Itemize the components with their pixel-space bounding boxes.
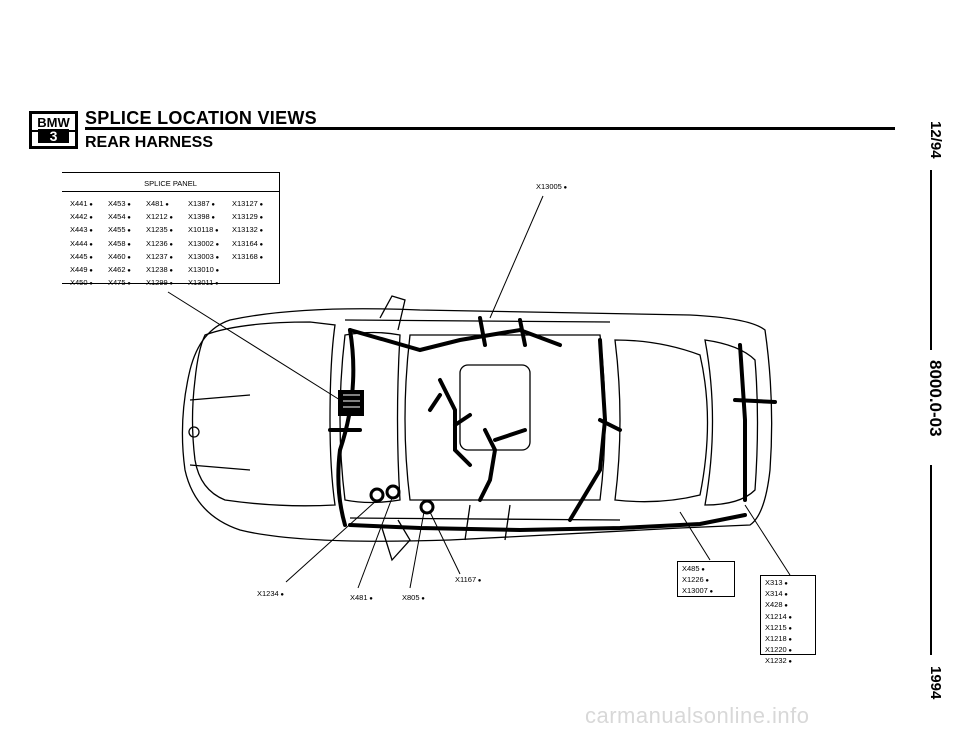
splice-id: X1237 <box>146 251 173 264</box>
splice-id: X1238 <box>146 264 173 277</box>
splice-id: X460 <box>108 251 131 264</box>
splice-id: X481 <box>146 198 173 211</box>
callout-x805: X805 <box>402 593 425 602</box>
splice-id: X1299 <box>146 277 173 290</box>
title-rule <box>85 127 895 130</box>
splice-id: X1398 <box>188 211 219 224</box>
splice-panel-location <box>338 390 364 416</box>
splice-id: X455 <box>108 224 131 237</box>
watermark-text: carmanualsonline.info <box>585 703 810 728</box>
splice-id: X13011 <box>188 277 219 290</box>
splice-id: X1235 <box>146 224 173 237</box>
splice-id: X313 <box>765 578 811 589</box>
splice-panel-divider <box>62 191 279 192</box>
splice-id: X1215 <box>765 623 811 634</box>
splice-id: X453 <box>108 198 131 211</box>
splice-id: X13002 <box>188 238 219 251</box>
splice-panel-column: X13127 X13129 X13132 X13164 X13168 <box>232 198 263 264</box>
splice-id: X10118 <box>188 224 219 237</box>
splice-id: X13168 <box>232 251 263 264</box>
callout-leader-lines <box>167 195 791 589</box>
splice-id: X13127 <box>232 198 263 211</box>
splice-id: X13010 <box>188 264 219 277</box>
splice-id: X1220 <box>765 645 811 656</box>
splice-id: X13132 <box>232 224 263 237</box>
splice-id: X1214 <box>765 612 811 623</box>
splice-panel-column: X481 X1212 X1235 X1236 X1237 X1238 X1299 <box>146 198 173 290</box>
bmw-3-series-logo: BMW 3 <box>29 111 78 149</box>
splice-id: X450 <box>70 277 93 290</box>
splice-id: X462 <box>108 264 131 277</box>
connector-grommets <box>369 484 435 515</box>
splice-id: X454 <box>108 211 131 224</box>
splice-id: X1212 <box>146 211 173 224</box>
margin-rule-bottom <box>930 465 932 655</box>
car-body-outline <box>181 295 773 562</box>
splice-id: X1226 <box>682 575 730 586</box>
splice-id: X314 <box>765 589 811 600</box>
splice-id: X445 <box>70 251 93 264</box>
splice-id: X443 <box>70 224 93 237</box>
splice-id: X13164 <box>232 238 263 251</box>
splice-id: X13007 <box>682 586 730 597</box>
splice-panel-column: X441 X442 X443 X444 X445 X449 X450 <box>70 198 93 290</box>
splice-id: X458 <box>108 238 131 251</box>
rear-harness-wiring <box>328 316 777 533</box>
splice-id: X428 <box>765 600 811 611</box>
splice-id: X1236 <box>146 238 173 251</box>
splice-id: X441 <box>70 198 93 211</box>
splice-panel-column: X453 X454 X455 X458 X460 X462 X475 <box>108 198 131 290</box>
callout-x481: X481 <box>350 593 373 602</box>
splice-id: X475 <box>108 277 131 290</box>
page-title: SPLICE LOCATION VIEWS <box>85 108 317 128</box>
splice-id: X442 <box>70 211 93 224</box>
callout-x1167: X1167 <box>455 575 481 584</box>
splice-id: X1232 <box>765 656 811 667</box>
splice-panel-column: X1387 X1398 X10118 X13002 X13003 X13010 … <box>188 198 219 290</box>
splice-id: X449 <box>70 264 93 277</box>
splice-id: X1218 <box>765 634 811 645</box>
splice-id: X444 <box>70 238 93 251</box>
page-subtitle: REAR HARNESS <box>85 134 214 151</box>
splice-id: X13129 <box>232 211 263 224</box>
splice-id: X485 <box>682 564 730 575</box>
splice-callout-box: X485 X1226 X13007 <box>677 561 735 597</box>
splice-callout-box: X313 X314 X428 X1214 X1215 X1218 X1220 X… <box>760 575 816 665</box>
margin-rule-top <box>930 170 932 350</box>
callout-x1234: X1234 <box>257 589 284 598</box>
splice-id: X13003 <box>188 251 219 264</box>
splice-panel-table: SPLICE PANEL X441 X442 X443 X444 X445 X4… <box>62 172 280 287</box>
logo-series: 3 <box>38 129 69 143</box>
splice-panel-heading: SPLICE PANEL <box>144 179 197 188</box>
callout-x13005: X13005 <box>536 182 567 191</box>
splice-id: X1387 <box>188 198 219 211</box>
